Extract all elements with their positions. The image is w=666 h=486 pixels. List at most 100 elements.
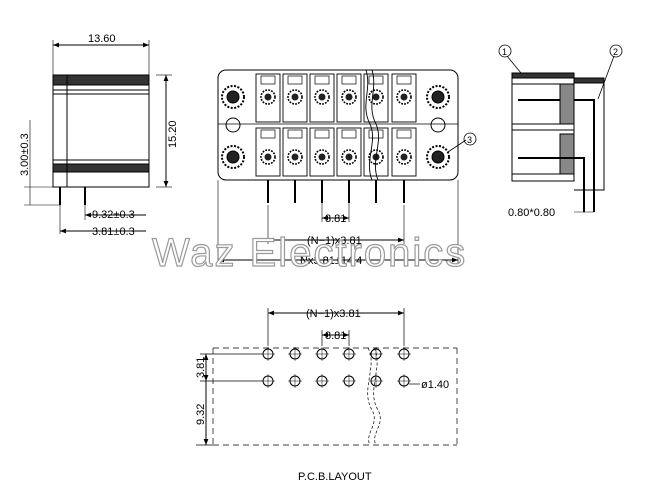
pcb-break-line	[373, 347, 381, 446]
pcb-hole	[261, 347, 275, 361]
flange-screw-bottom-left	[221, 145, 245, 169]
mounting-hole	[430, 117, 446, 133]
pcb-hole	[397, 374, 411, 388]
cell-window	[314, 129, 330, 139]
front-total-label: Nx3.81±14.4	[300, 255, 362, 267]
screw-head	[264, 93, 272, 101]
leader-line	[506, 55, 522, 74]
right-view-top-band	[511, 72, 575, 79]
side-view-top-band	[52, 74, 150, 86]
screw-head	[318, 93, 326, 101]
terminal-screw	[287, 149, 303, 165]
terminal-screw	[341, 149, 357, 165]
callout-circle	[609, 44, 623, 58]
leader-line	[597, 55, 615, 100]
flange-screw-bottom-right	[426, 145, 450, 169]
pcb-edge-label: 9.32	[195, 404, 207, 425]
terminal-screw	[260, 89, 276, 105]
pcb-break-line	[367, 347, 375, 446]
watermark: Waz Electronics	[152, 231, 467, 275]
terminal-cell	[391, 73, 417, 123]
screw-head	[400, 93, 408, 101]
cell-window	[341, 129, 357, 139]
side-pin-offset-label: 3.81±0.3	[92, 226, 135, 238]
screw-head	[372, 93, 380, 101]
pcb-row-pitch-label: 3.81	[195, 357, 207, 378]
pcb-hole-label: ø1.40	[421, 379, 449, 391]
screw-head	[318, 153, 326, 161]
terminal-cell	[336, 73, 362, 123]
terminal-cell	[363, 73, 389, 123]
pcb-caption: P.C.B.LAYOUT	[298, 471, 372, 483]
cell-window	[396, 129, 412, 139]
terminal-cell	[282, 73, 308, 123]
cell-window	[396, 75, 412, 85]
flange-screw-top-right	[426, 85, 450, 109]
callout-circle	[463, 132, 477, 146]
screw-head	[291, 93, 299, 101]
pcb-hole	[369, 374, 383, 388]
terminal-cell	[336, 127, 362, 177]
break-line	[371, 69, 380, 181]
terminal-screw	[368, 149, 384, 165]
pcb-hole	[342, 347, 356, 361]
callout-circle	[498, 44, 512, 58]
pcb-hole	[342, 374, 356, 388]
terminal-cell	[255, 73, 281, 123]
front-terminal-cells	[255, 73, 417, 203]
side-width-label: 13.60	[88, 33, 116, 45]
cell-window	[260, 129, 276, 139]
terminal-screw	[396, 149, 412, 165]
front-dimensions	[217, 132, 477, 264]
pcb-layout	[196, 308, 458, 446]
terminal-cell	[391, 127, 417, 177]
screw-head	[345, 93, 353, 101]
front-break-marks	[365, 69, 380, 181]
cell-window	[341, 75, 357, 85]
right-view	[498, 44, 623, 213]
front-view-body	[217, 69, 459, 181]
screw-head	[400, 153, 408, 161]
terminal-cell	[309, 73, 335, 123]
pcb-hole	[315, 374, 329, 388]
pcb-hole	[369, 347, 383, 361]
leader-line	[447, 139, 467, 153]
cell-window	[287, 75, 303, 85]
side-view-bottom-band	[52, 163, 150, 173]
right-callout-2: 2	[613, 47, 618, 57]
flange-screw-top-left	[221, 85, 245, 109]
cell-window	[314, 75, 330, 85]
cell-window	[260, 75, 276, 85]
right-pin-section-label: 0.80*0.80	[508, 207, 555, 219]
pcb-holes	[261, 347, 411, 388]
screw-head	[264, 153, 272, 161]
terminal-screw	[314, 149, 330, 165]
right-view-bent-pins	[560, 99, 595, 200]
terminal-screw	[314, 89, 330, 105]
break-line	[365, 69, 374, 181]
terminal-screw	[260, 149, 276, 165]
terminal-cell	[255, 127, 281, 177]
terminal-cell	[363, 127, 389, 177]
side-height-label: 15.20	[167, 120, 179, 148]
terminal-screw	[287, 89, 303, 105]
cell-window	[368, 129, 384, 139]
side-view	[24, 40, 172, 234]
pcb-hole	[261, 374, 275, 388]
cell-window	[287, 129, 303, 139]
pcb-pitch-label: 3.81	[325, 330, 346, 342]
right-view-header-band	[573, 77, 605, 84]
right-callout-1: 1	[502, 47, 507, 57]
terminal-screw	[341, 89, 357, 105]
screw-head	[291, 153, 299, 161]
pcb-hole	[288, 347, 302, 361]
front-span-label: (N−1)x3.81	[307, 235, 362, 247]
side-pin-height-label: 3.00±0.3	[19, 133, 31, 176]
terminal-cell	[309, 127, 335, 177]
pcb-span-label: (N−1)x3.81	[306, 308, 361, 320]
front-callout-3: 3	[467, 135, 472, 145]
terminal-screw	[368, 89, 384, 105]
screw-head	[345, 153, 353, 161]
right-view-clamp-top	[559, 83, 575, 125]
